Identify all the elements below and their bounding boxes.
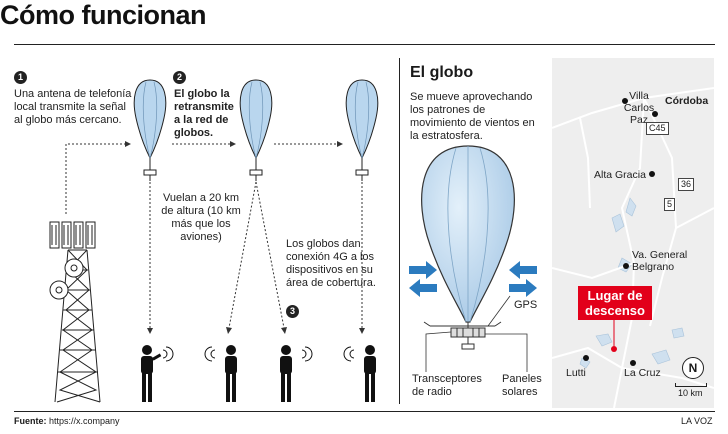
source-link[interactable]: https://x.company — [49, 416, 120, 426]
route-badge-c45: C45 — [646, 122, 669, 135]
top-rule — [14, 44, 715, 45]
balloon-icon — [133, 79, 167, 181]
page-title: Cómo funcionan — [0, 0, 206, 30]
roads — [552, 87, 714, 408]
place-lutti: Lutti — [566, 367, 586, 379]
map-panel — [552, 58, 714, 408]
place-general-belgrano: Va. General Belgrano — [632, 249, 688, 273]
map-drawing — [552, 87, 714, 408]
step-1-text: Una antena de telefonía local transmite … — [14, 88, 132, 126]
step-2-text: El globo la retransmite a la red de glob… — [174, 88, 234, 139]
credit: LA VOZ — [681, 416, 713, 426]
large-balloon-icon — [421, 145, 515, 350]
label-leaders — [425, 295, 528, 372]
city-dots — [583, 98, 658, 366]
scale-bar — [675, 383, 707, 387]
step-1-number: 1 — [14, 71, 27, 84]
descent-location-label: Lugar de descenso — [578, 286, 652, 320]
balloon-icon — [239, 79, 273, 181]
scale-label: 10 km — [678, 388, 703, 398]
route-badge-5: 5 — [664, 198, 676, 211]
section-divider — [399, 58, 400, 404]
altitude-note: Vuelan a 20 km de altura (10 km más que … — [161, 192, 241, 243]
solar-panels-label: Paneles solares — [502, 373, 542, 398]
person-phone-icon — [204, 345, 237, 402]
antenna-tower-icon — [49, 221, 101, 403]
wind-arrow-icons — [409, 261, 537, 297]
place-cordoba: Córdoba — [665, 95, 709, 107]
place-la-cruz: La Cruz — [624, 367, 661, 379]
arrowheads — [125, 141, 365, 334]
footer-source: Fuente: https://x.company — [14, 416, 120, 426]
place-alta-gracia: Alta Gracia — [594, 169, 646, 181]
balloon-icon — [345, 79, 379, 181]
section-heading: El globo — [410, 64, 474, 81]
person-phone-icon — [280, 345, 313, 402]
balloon-description: Se mueve aprovechando los patrones de mo… — [410, 91, 535, 142]
compass-north-icon: N — [682, 357, 704, 379]
gps-label: GPS — [514, 299, 538, 311]
route-badge-36: 36 — [678, 178, 695, 191]
source-label: Fuente: — [14, 416, 47, 426]
transceivers-label: Transceptores de radio — [412, 373, 482, 398]
step-2-number: 2 — [173, 71, 186, 84]
place-villa-carlos-paz: Villa Carlos Paz — [623, 90, 655, 126]
person-phone-icon — [343, 345, 376, 402]
descent-point — [611, 346, 617, 352]
lakes — [579, 197, 685, 369]
signal-paths — [65, 143, 363, 329]
person-phone-icon — [141, 345, 174, 402]
step-3-number: 3 — [286, 305, 299, 318]
bottom-rule — [14, 411, 715, 412]
step-3-text: Los globos dan conexión 4G a los disposi… — [286, 238, 376, 289]
